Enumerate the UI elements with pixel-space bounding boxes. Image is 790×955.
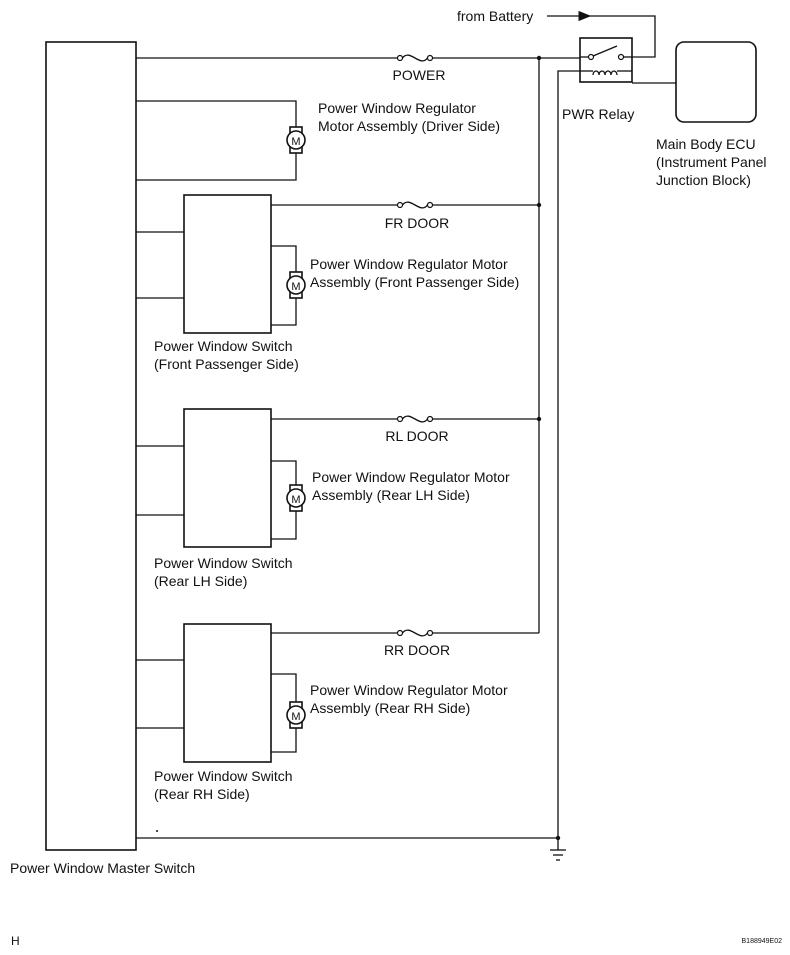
rr-switch-box: [183, 623, 272, 763]
footer-left-code: H: [11, 934, 20, 948]
driver-motor-symbol: M: [291, 136, 300, 148]
fr-motor-label-line2: Assembly (Front Passenger Side): [310, 274, 519, 290]
relay-label: PWR Relay: [562, 106, 634, 122]
battery-feed: from Battery: [457, 8, 656, 58]
rl-motor-icon: [286, 488, 306, 508]
power-fuse-terminal-right: [426, 54, 434, 62]
master-switch-box: [45, 41, 137, 851]
rr-motor-symbol: M: [291, 711, 300, 723]
power-fuse-icon: [401, 54, 429, 62]
bus-junction-power: [536, 55, 542, 61]
relay-contact-left: [587, 53, 595, 61]
pwr-relay: PWR Relay: [562, 37, 634, 122]
master-switch-label: Power Window Master Switch: [10, 860, 195, 876]
rl-switch-label-line2: (Rear LH Side): [154, 573, 247, 589]
fr-motor-symbol: M: [291, 281, 300, 293]
driver-motor-circuit: M Power Window Regulator Motor Assembly …: [136, 100, 500, 181]
driver-motor-label-line1: Power Window Regulator: [318, 100, 476, 116]
driver-motor-wire-bottom: [136, 153, 297, 181]
rr-door-fuse-icon: [401, 629, 429, 637]
driver-motor-label-line2: Motor Assembly (Driver Side): [318, 118, 500, 134]
fuse-label-rl-door: RL DOOR: [385, 428, 448, 444]
rl-motor-label-line2: Assembly (Rear LH Side): [312, 487, 470, 503]
rl-switch-box: [183, 408, 272, 548]
fr-switch-label-line1: Power Window Switch: [154, 338, 293, 354]
battery-wire: [590, 15, 656, 58]
fuse-label-power: POWER: [393, 67, 446, 83]
ecu-label-line1: Main Body ECU: [656, 136, 756, 152]
rr-motor-icon: [286, 705, 306, 725]
rr-switch-label-line1: Power Window Switch: [154, 768, 293, 784]
fuse-label-rr-door: RR DOOR: [384, 642, 450, 658]
relay-contact-right: [617, 53, 625, 61]
rr-motor-label-line2: Assembly (Rear RH Side): [310, 700, 470, 716]
fr-switch-box: [183, 194, 272, 334]
fr-switch-label-line2: (Front Passenger Side): [154, 356, 299, 372]
driver-motor-wire-top: [136, 100, 297, 127]
battery-label: from Battery: [457, 8, 533, 24]
rl-motor-symbol: M: [291, 494, 300, 506]
rear-lh-module: RL DOOR M Power Window Regulator Motor A…: [136, 408, 539, 589]
power-fuse-terminal-left: [396, 54, 404, 62]
rl-motor-label-line1: Power Window Regulator Motor: [312, 469, 510, 485]
relay-switch-icon: [592, 45, 618, 57]
fr-door-fuse-icon: [401, 201, 429, 209]
fr-motor-icon: [286, 275, 306, 295]
rl-switch-label-line1: Power Window Switch: [154, 555, 293, 571]
relay-box: [579, 37, 633, 83]
main-body-ecu: Main Body ECU (Instrument Panel Junction…: [656, 41, 767, 188]
footer-figure-id: B188949E02: [742, 938, 783, 945]
power-fuse-line: POWER: [136, 54, 580, 83]
fr-motor-label-line1: Power Window Regulator Motor: [310, 256, 508, 272]
rr-switch-label-line2: (Rear RH Side): [154, 786, 250, 802]
rr-motor-label-line1: Power Window Regulator Motor: [310, 682, 508, 698]
ground-icon: [550, 849, 566, 861]
fuse-label-fr-door: FR DOOR: [385, 215, 450, 231]
rear-rh-module: RR DOOR M Power Window Regulator Motor A…: [136, 623, 539, 802]
stray-dot: [156, 830, 158, 832]
front-passenger-module: FR DOOR M Power Window Regulator Motor A…: [136, 194, 539, 372]
relay-ground-wire: [557, 70, 580, 850]
rl-door-fuse-icon: [401, 415, 429, 423]
relay-coil-icon: [592, 70, 618, 76]
ecu-label-line3: Junction Block): [656, 172, 751, 188]
ecu-label-line2: (Instrument Panel: [656, 154, 767, 170]
ground-junction: [555, 835, 561, 841]
ecu-box: [675, 41, 757, 123]
driver-motor-icon: [286, 130, 306, 150]
